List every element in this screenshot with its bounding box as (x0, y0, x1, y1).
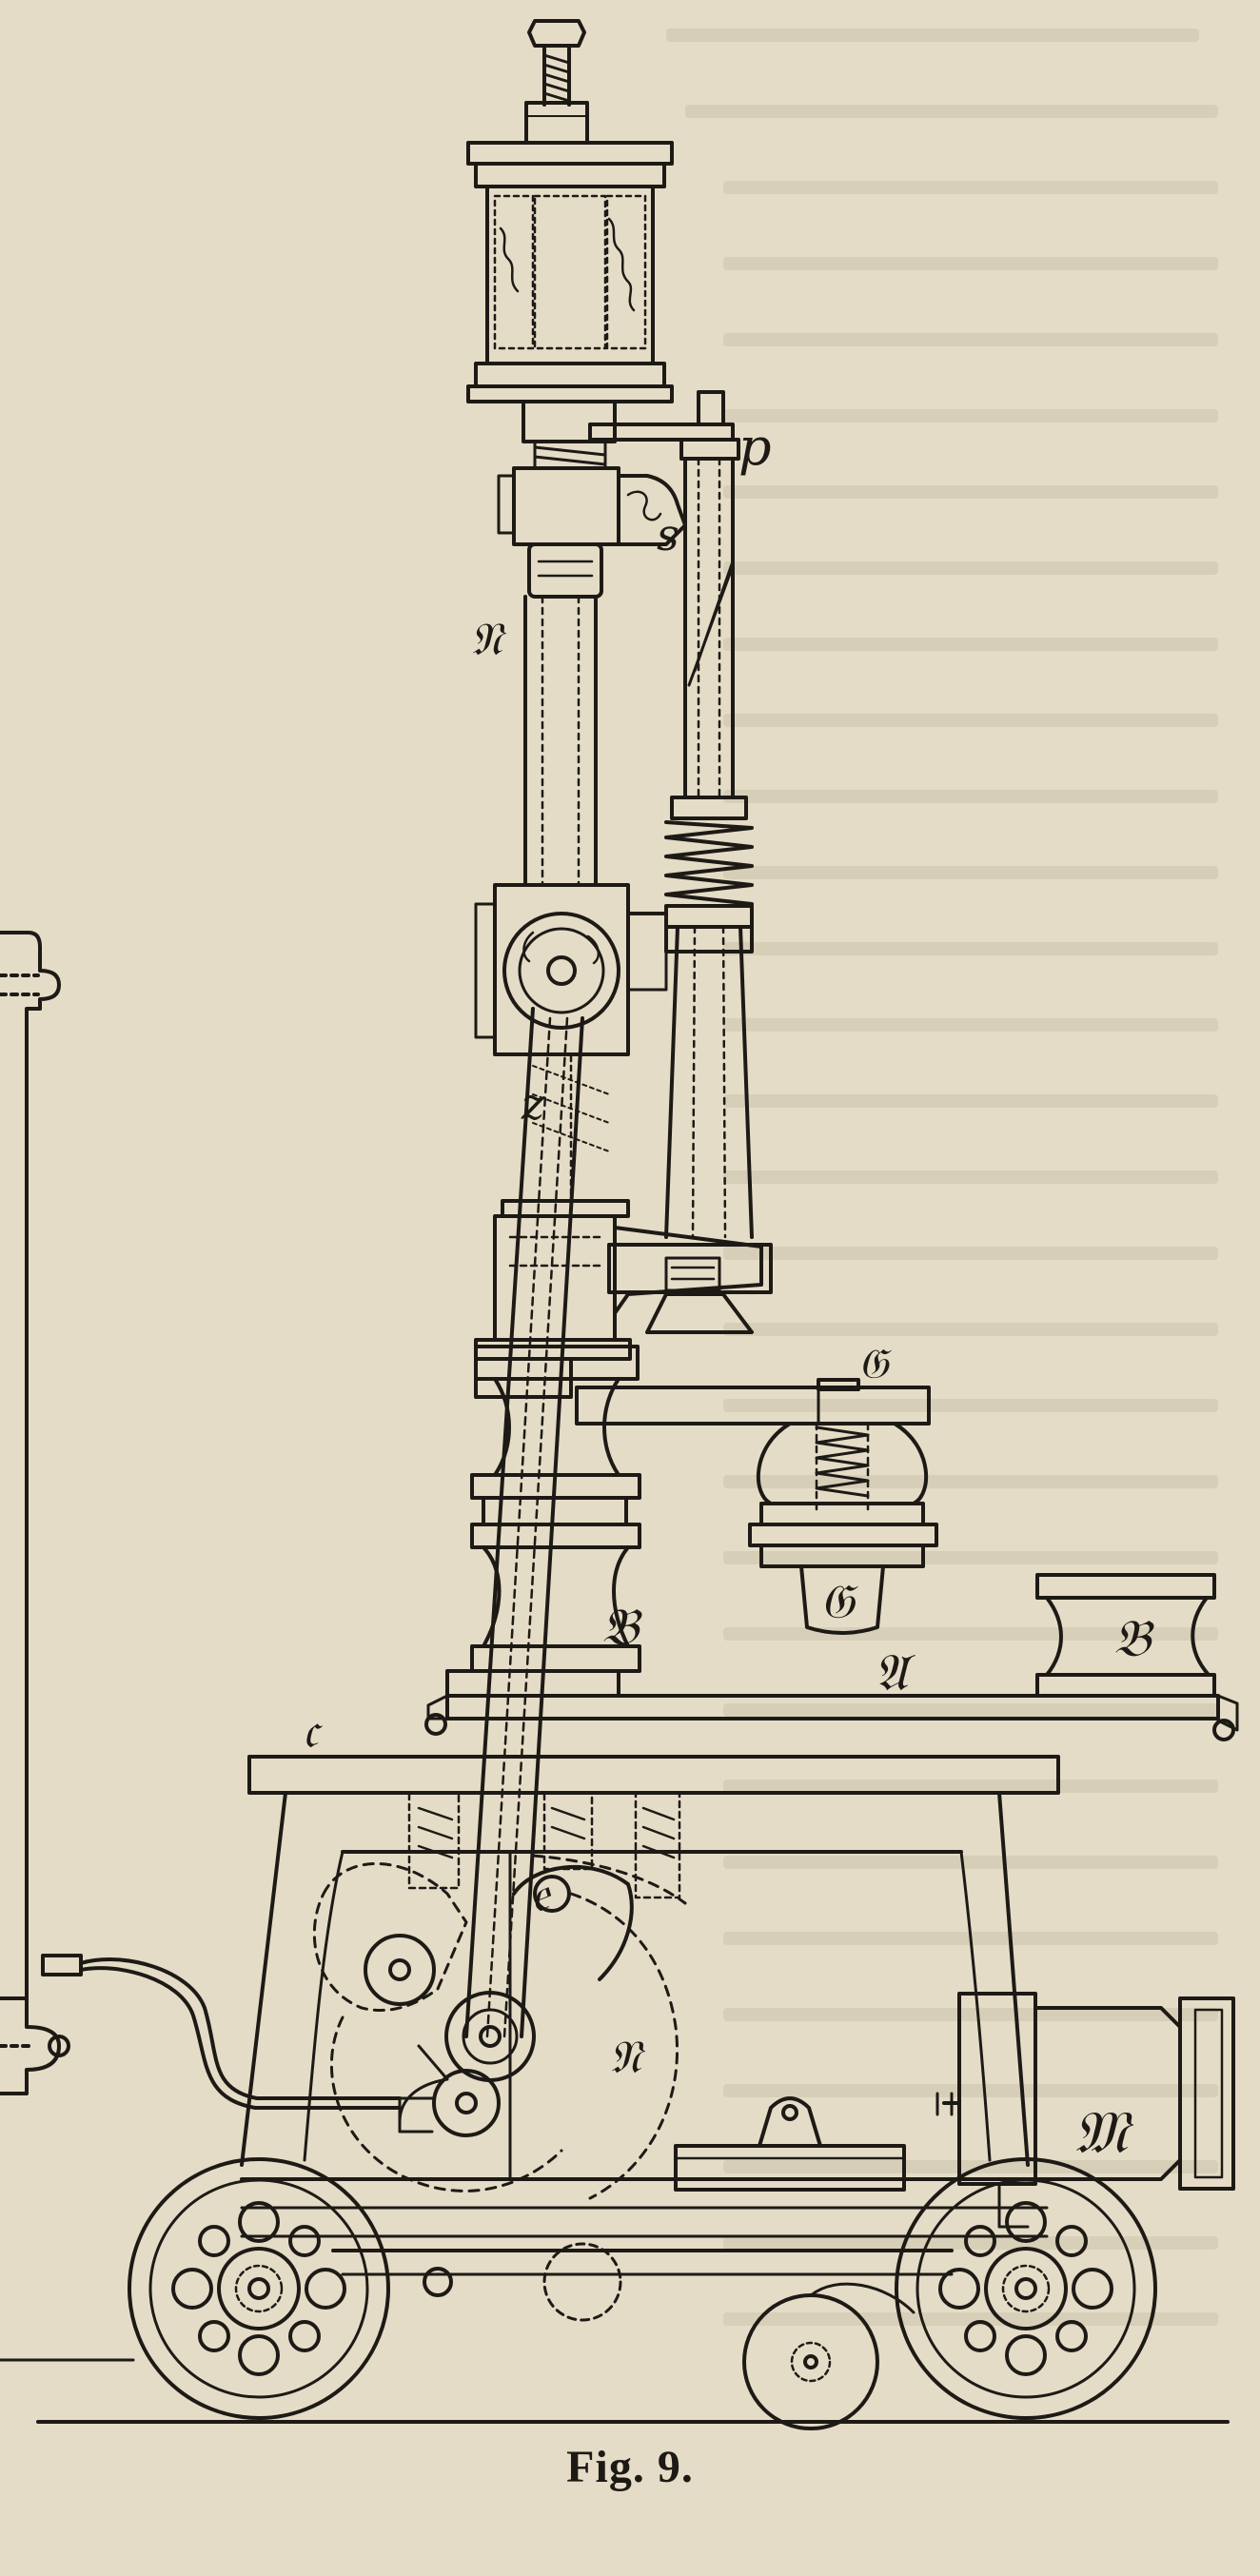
die-table-upper (575, 1292, 938, 1635)
base-plate (240, 2096, 1049, 2238)
label-g-lower: 𝔊 (820, 1574, 858, 1629)
label-n-lower: 𝔑 (609, 2031, 646, 2084)
label-z: z (521, 1078, 545, 1130)
motor (935, 1992, 1235, 2229)
wheel-right (895, 2157, 1157, 2420)
table-frame (240, 1755, 1060, 2181)
pressure-cylinder (466, 141, 674, 468)
label-p: p (738, 417, 772, 477)
upper-column (497, 466, 687, 887)
label-b-left: 𝔅 (601, 1597, 643, 1657)
label-e: 𝔢 (531, 1866, 552, 1923)
figure-caption: Fig. 9. (566, 2442, 694, 2492)
guide-rod (588, 390, 754, 1239)
slide-bar (424, 1694, 1239, 1741)
label-m: 𝔐 (1073, 2097, 1134, 2167)
wheel-left (128, 2157, 390, 2420)
label-g-upper: 𝔊 (858, 1340, 892, 1388)
crosshead-block (474, 883, 754, 1056)
label-c: 𝔠 (303, 1702, 324, 1760)
left-frame-fragment (0, 931, 402, 2362)
undercarriage (36, 2242, 1230, 2430)
label-s: s (657, 509, 679, 560)
top-adjusting-screw (524, 19, 589, 145)
label-a: 𝔄 (874, 1642, 915, 1702)
crank-gearing (312, 1854, 687, 2200)
label-b-right: 𝔅 (1113, 1608, 1155, 1668)
label-n-upper: 𝔑 (470, 613, 507, 666)
